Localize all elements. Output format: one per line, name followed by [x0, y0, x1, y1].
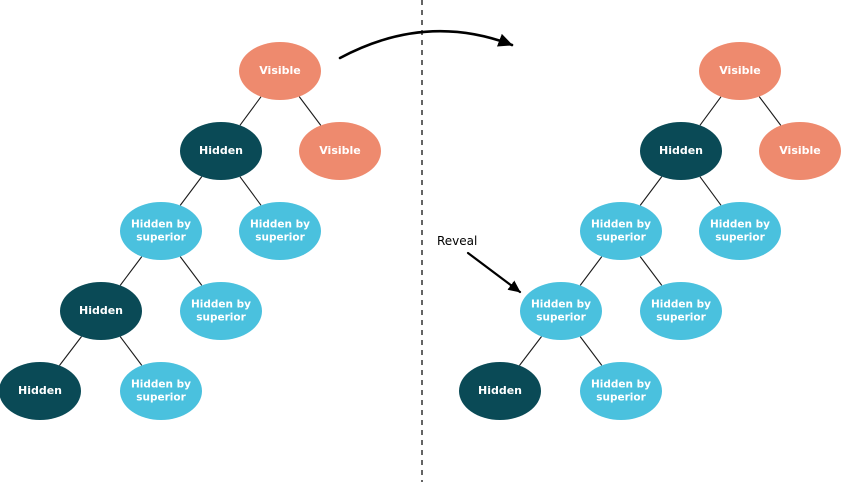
transform-arrow — [338, 29, 514, 60]
tree-edge — [239, 96, 262, 126]
tree-edge — [639, 176, 663, 206]
node-ellipse — [0, 362, 81, 420]
annotations-layer: Reveal — [338, 0, 522, 482]
node-ellipse — [239, 202, 321, 260]
node-visible-root[interactable]: Visible — [699, 42, 781, 100]
tree-edge — [758, 96, 782, 126]
tree-edge — [119, 256, 143, 286]
node-visible-root[interactable]: Visible — [239, 42, 321, 100]
node-ellipse — [640, 122, 722, 180]
node-ellipse — [580, 202, 662, 260]
node-ellipse — [180, 122, 262, 180]
reveal-arrow — [466, 251, 522, 294]
node-hidden-level2[interactable]: Hidden — [180, 122, 262, 180]
tree-edge — [699, 96, 722, 126]
node-ellipse — [180, 282, 262, 340]
tree-edge — [239, 176, 262, 206]
tree-edge — [639, 256, 663, 286]
reveal-label: Reveal — [437, 234, 477, 248]
tree-edge — [699, 176, 722, 206]
node-ellipse — [759, 122, 841, 180]
node-ellipse — [120, 202, 202, 260]
node-ellipse — [699, 42, 781, 100]
tree-before-edges — [59, 96, 322, 366]
node-ellipse — [239, 42, 321, 100]
node-ellipse — [120, 362, 202, 420]
node-visible-level2-right[interactable]: Visible — [299, 122, 381, 180]
node-ellipse — [699, 202, 781, 260]
tree-edge — [119, 336, 143, 366]
tree-edge — [519, 336, 542, 366]
node-ellipse — [299, 122, 381, 180]
node-hidden-level2[interactable]: Hidden — [640, 122, 722, 180]
edges-layer — [59, 96, 782, 366]
tree-after-edges — [519, 96, 782, 366]
node-ellipse — [580, 362, 662, 420]
node-ellipse — [640, 282, 722, 340]
node-hidden-level5[interactable]: Hidden — [459, 362, 541, 420]
node-hidden-level4[interactable]: Hidden — [60, 282, 142, 340]
tree-edge — [59, 336, 82, 366]
node-ellipse — [520, 282, 602, 340]
node-ellipse — [60, 282, 142, 340]
tree-edge — [579, 256, 603, 286]
node-visible-level2-right[interactable]: Visible — [759, 122, 841, 180]
node-ellipse — [459, 362, 541, 420]
node-hidden-level5[interactable]: Hidden — [0, 362, 81, 420]
tree-edge — [579, 336, 603, 366]
tree-edge — [298, 96, 322, 126]
tree-edge — [179, 176, 203, 206]
tree-edge — [179, 256, 203, 286]
